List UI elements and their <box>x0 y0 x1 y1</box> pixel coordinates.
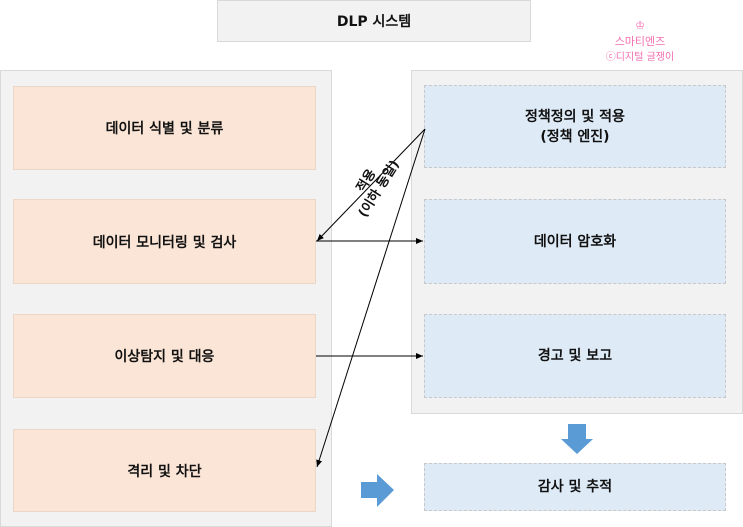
box-alert-report: 경고 및 보고 <box>424 314 726 398</box>
box-anomaly-detection: 이상탐지 및 대응 <box>13 314 316 398</box>
arrow-policy-to-quarantine <box>316 128 426 468</box>
box-data-encryption: 데이터 암호화 <box>424 199 726 284</box>
watermark-copyright: ⓒ디지털 글쟁이 <box>605 52 675 63</box>
policy-label: 정책정의 및 적용 <box>525 108 625 125</box>
system-title: DLP 시스템 <box>217 0 531 42</box>
watermark-name: 스마티엔즈 <box>614 35 666 48</box>
box-data-classification: 데이터 식별 및 분류 <box>13 86 316 170</box>
block-arrow-down-icon <box>561 424 593 454</box>
block-arrow-right-icon <box>361 474 394 507</box>
box-quarantine-block: 격리 및 차단 <box>13 429 316 512</box>
arrow-policy-to-monitoring <box>316 128 426 242</box>
crown-ornament-icon: ♔ <box>635 19 645 32</box>
box-policy-engine: 정책정의 및 적용 (정책 엔진) <box>424 85 726 168</box>
box-data-monitoring: 데이터 모니터링 및 검사 <box>13 199 316 284</box>
watermark: ♔ 스마티엔즈 ⓒ디지털 글쟁이 <box>585 18 695 66</box>
policy-sublabel: (정책 엔진) <box>540 128 610 145</box>
box-audit-trace: 감사 및 추적 <box>424 463 726 511</box>
